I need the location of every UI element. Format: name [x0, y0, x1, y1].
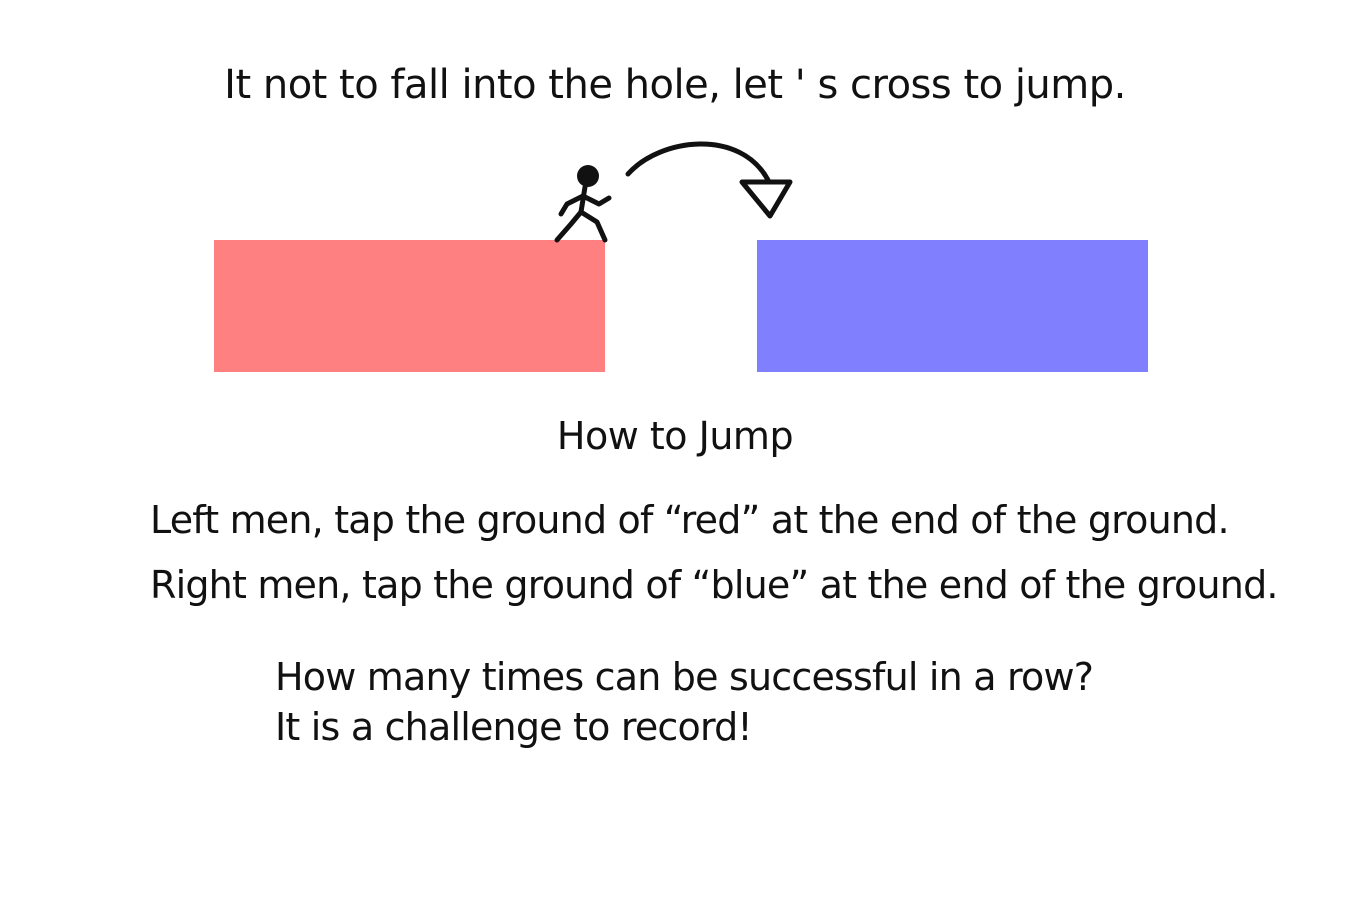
- right-instruction: Right men, tap the ground of “blue” at t…: [150, 563, 1278, 607]
- left-instruction: Left men, tap the ground of “red” at the…: [150, 498, 1230, 542]
- challenge-line-1: How many times can be successful in a ro…: [275, 655, 1094, 699]
- how-to-jump-title: How to Jump: [556, 414, 794, 458]
- challenge-line-2: It is a challenge to record!: [275, 705, 753, 749]
- headline: It not to fall into the hole, let ' s cr…: [224, 62, 1126, 108]
- curved-arrow-icon: [625, 141, 793, 219]
- blue-ground: [757, 240, 1148, 372]
- stickman-icon: [554, 165, 612, 243]
- red-ground: [214, 240, 605, 372]
